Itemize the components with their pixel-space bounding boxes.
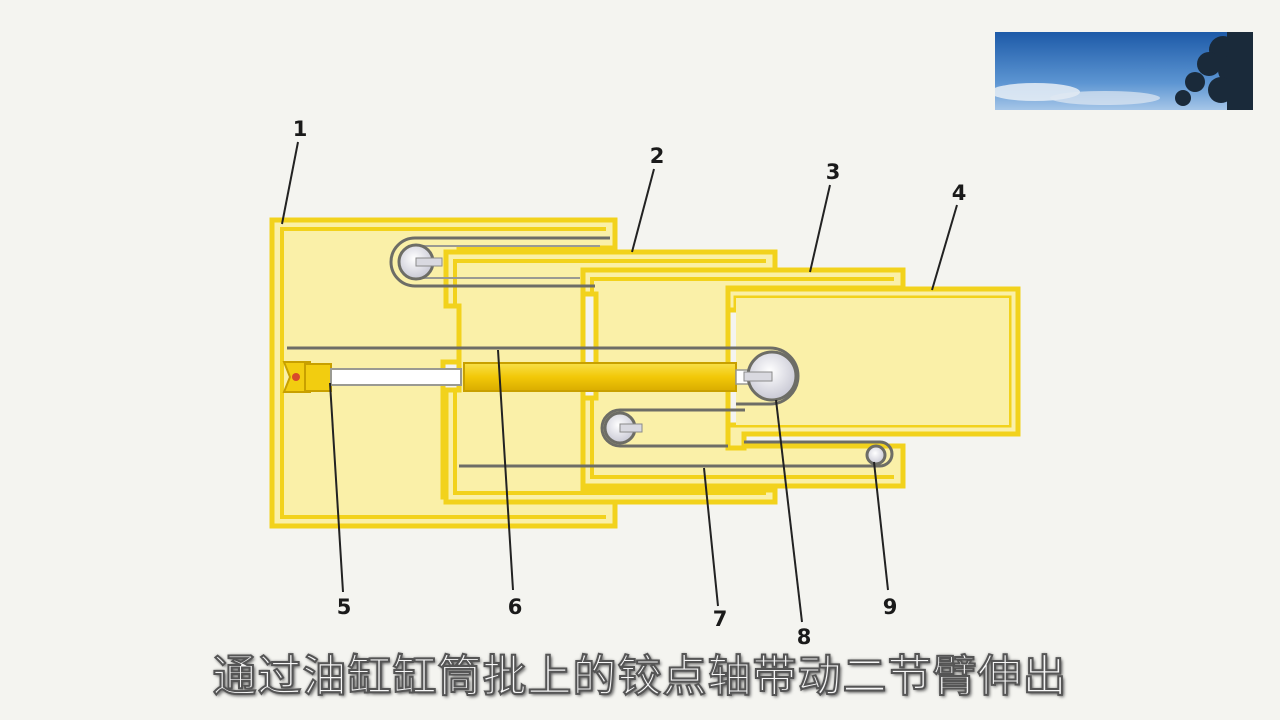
pulleys: [397, 243, 887, 466]
number-labels: 1 2 3 4 5 6 7 8 9: [293, 117, 967, 649]
leader-lines: [281, 141, 958, 623]
cylinder-piston-head: [304, 363, 332, 392]
rope-upper: [389, 236, 610, 288]
label-6: 6: [508, 595, 523, 619]
label-9: 9: [883, 595, 898, 619]
rope-extension: [287, 346, 800, 406]
boom-section-1-body: [269, 217, 618, 529]
piston-rod: [330, 368, 462, 386]
label-8: 8: [797, 625, 812, 649]
boom-section-2-inner-wall-low: [453, 390, 766, 495]
sky-thumbnail-image: [995, 32, 1253, 110]
label-1: 1: [293, 117, 308, 141]
boom-section-1: [269, 217, 618, 529]
cylinder-barrel: [463, 362, 737, 392]
boom-section-3-inner-wall-low: [590, 398, 894, 479]
wire-ropes: [287, 236, 894, 468]
rope-lower-loop: [600, 408, 745, 448]
label-2: 2: [650, 144, 665, 168]
boom-section-3-inner-wall: [590, 277, 894, 294]
boom-section-2-inner-wall: [453, 259, 766, 306]
boom-section-1-inner-wall: [280, 227, 606, 519]
label-3: 3: [826, 160, 841, 184]
rope-retraction: [459, 440, 894, 468]
video-subtitle: 通过油缸缸筒批上的铰点轴带动二节臂伸出: [212, 650, 1068, 703]
label-7: 7: [713, 607, 728, 631]
label-4: 4: [952, 181, 967, 205]
label-5: 5: [337, 595, 352, 619]
pulley-9: [865, 444, 887, 466]
